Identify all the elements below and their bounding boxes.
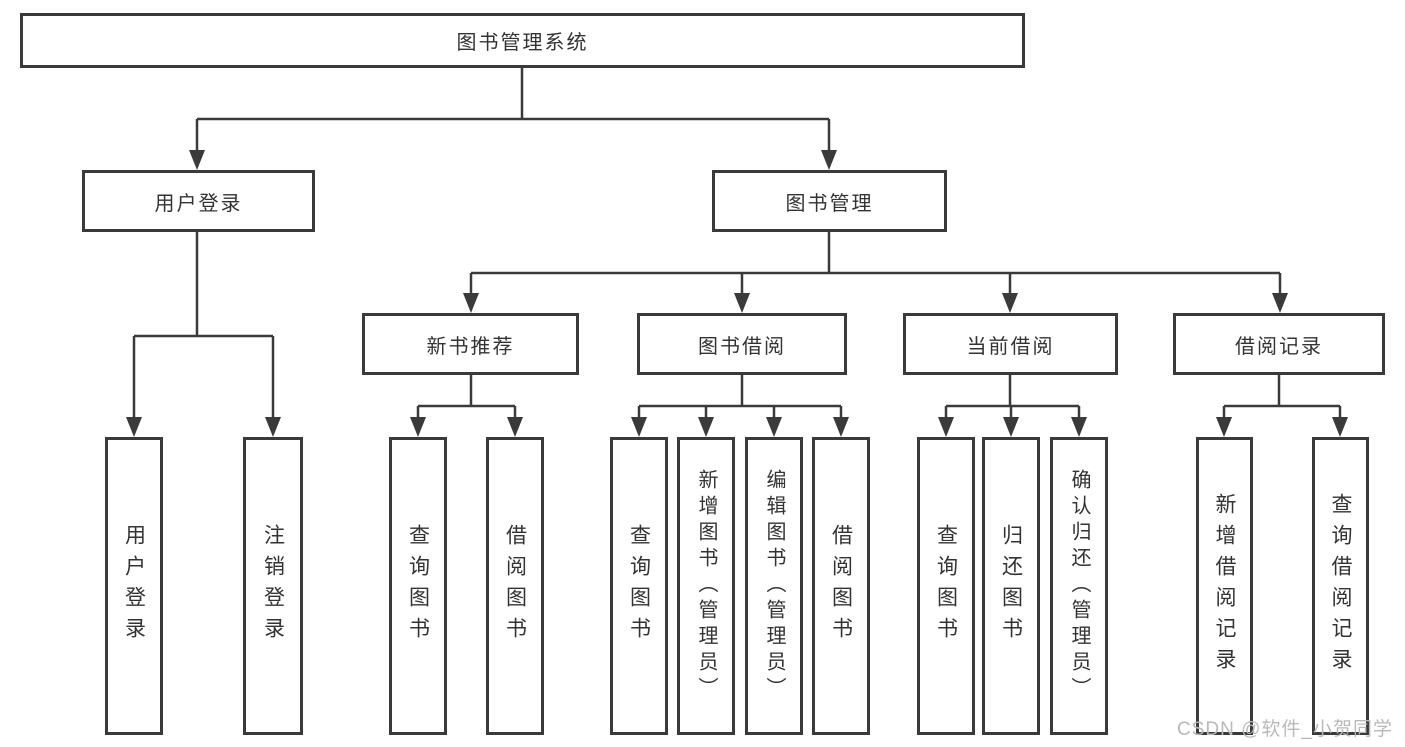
node-user-login: 用户登录 xyxy=(82,170,315,232)
leaf-return-book: 归还图书 xyxy=(982,437,1040,735)
node-new-book-recommend: 新书推荐 xyxy=(362,313,579,375)
node-borrow-record: 借阅记录 xyxy=(1173,313,1385,375)
leaf-borrow-book-1: 借阅图书 xyxy=(486,437,544,735)
leaf-logout: 注销登录 xyxy=(243,437,303,735)
csdn-watermark: CSDN @软件_小贺同学 xyxy=(1177,719,1393,740)
leaf-edit-book-admin: 编辑图书（管理员） xyxy=(745,437,803,735)
leaf-query-borrow-record: 查询借阅记录 xyxy=(1312,437,1369,735)
leaf-add-borrow-record: 新增借阅记录 xyxy=(1196,437,1253,735)
leaf-user-login: 用户登录 xyxy=(105,437,163,735)
leaf-confirm-return-admin: 确认归还（管理员） xyxy=(1050,437,1108,735)
leaf-query-book-1: 查询图书 xyxy=(389,437,447,735)
node-book-borrow: 图书借阅 xyxy=(637,313,847,375)
node-book-management: 图书管理 xyxy=(712,170,947,232)
leaf-query-book-3: 查询图书 xyxy=(917,437,975,735)
leaf-add-book-admin: 新增图书（管理员） xyxy=(677,437,735,735)
node-root-system: 图书管理系统 xyxy=(20,13,1025,68)
node-current-borrow: 当前借阅 xyxy=(903,313,1118,375)
leaf-borrow-book-2: 借阅图书 xyxy=(812,437,870,735)
leaf-query-book-2: 查询图书 xyxy=(610,437,668,735)
